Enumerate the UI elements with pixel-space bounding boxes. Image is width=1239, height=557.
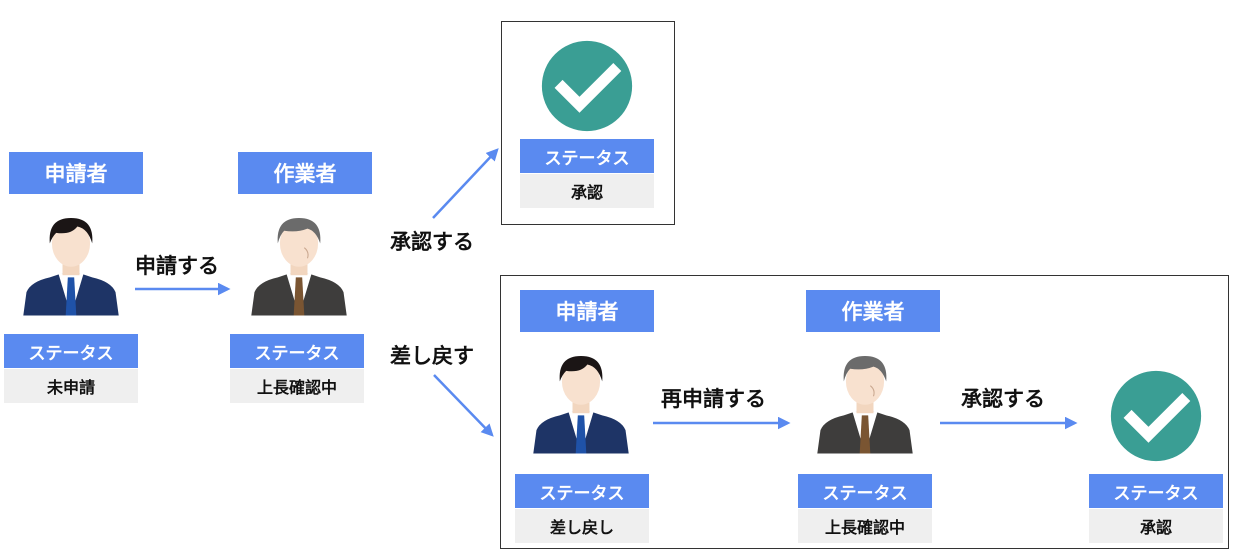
reject-arrow — [433, 374, 494, 437]
businessman-navy-suit-icon — [18, 205, 124, 320]
reapply-action-label: 再申請する — [661, 387, 766, 411]
apply-arrow — [135, 282, 231, 296]
businessman-gray-hair-icon — [246, 205, 352, 320]
applicant-status-value: 未申請 — [4, 369, 138, 403]
approve-action-label: 承認する — [390, 230, 474, 254]
final-approve-action-label: 承認する — [961, 387, 1045, 411]
businessman-gray-hair-icon — [812, 343, 918, 458]
reapply-arrow — [653, 416, 791, 430]
businessman-navy-suit-icon — [528, 343, 634, 458]
approve-arrow — [432, 148, 499, 219]
resubmit-worker-status-header: ステータス — [798, 474, 932, 508]
applicant-status-header: ステータス — [4, 334, 138, 368]
worker-status-header: ステータス — [230, 334, 364, 368]
worker-role-label: 作業者 — [238, 152, 372, 194]
approved-status-value: 承認 — [520, 174, 654, 208]
approved-status-header: ステータス — [520, 139, 654, 173]
resubmit-applicant-role-label: 申請者 — [520, 290, 654, 332]
resubmit-worker-role-label: 作業者 — [806, 290, 940, 332]
reject-action-label: 差し戻す — [390, 344, 474, 368]
worker-status-value: 上長確認中 — [230, 369, 364, 403]
resubmit-flow-box: 申請者 ステータス 差し戻し 再申請する 作業者 ステータス 上長確認中 承認す… — [500, 275, 1229, 549]
resubmit-applicant-status-value: 差し戻し — [515, 509, 649, 543]
approved-result-box: ステータス 承認 — [501, 21, 675, 225]
check-circle-icon — [1109, 369, 1203, 463]
check-circle-icon — [540, 39, 634, 133]
resubmit-worker-status-value: 上長確認中 — [798, 509, 932, 543]
resubmit-applicant-status-header: ステータス — [515, 474, 649, 508]
final-status-value: 承認 — [1089, 509, 1223, 543]
final-approve-arrow — [940, 416, 1078, 430]
applicant-role-label: 申請者 — [9, 152, 143, 194]
apply-action-label: 申請する — [135, 254, 219, 278]
final-status-header: ステータス — [1089, 474, 1223, 508]
